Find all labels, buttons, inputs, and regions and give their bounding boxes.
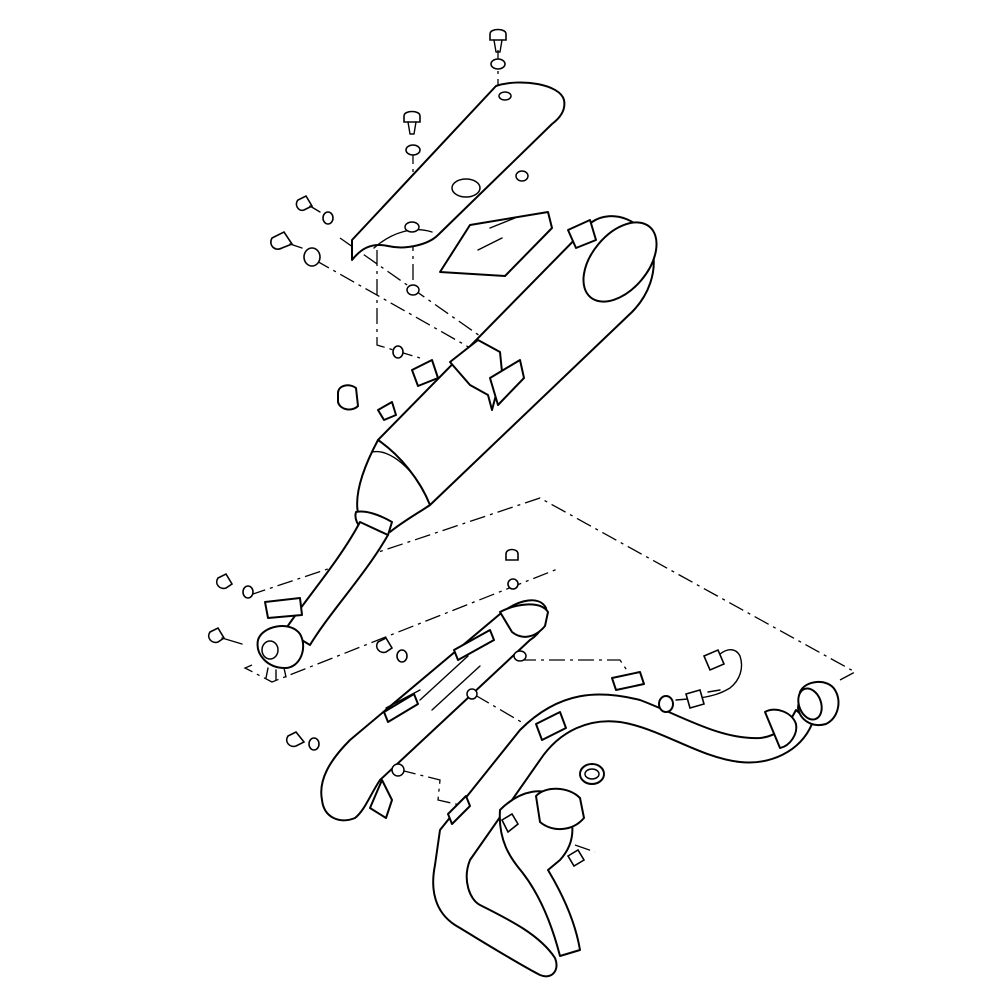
o2-sensor	[675, 648, 743, 709]
exhaust-gasket	[797, 681, 840, 726]
shield-bracket	[369, 779, 393, 819]
shield-slot	[453, 629, 495, 661]
insulator-slots	[477, 217, 516, 251]
bolt-shank	[493, 39, 503, 53]
bolt-head	[403, 110, 421, 123]
header-mount-tab	[535, 711, 567, 741]
washer	[396, 649, 408, 663]
washer	[322, 211, 334, 225]
link-pipe	[284, 521, 389, 646]
bolt-head	[295, 194, 314, 212]
flange-nut	[500, 812, 520, 834]
cone-seam	[371, 450, 429, 501]
sensor-connector	[702, 648, 726, 672]
header-hanger	[611, 671, 645, 691]
bolt-shank	[309, 205, 321, 213]
circlip-center	[584, 768, 600, 780]
muffler-mount-plate	[489, 359, 525, 406]
washer	[405, 144, 421, 156]
lower-shield-end	[499, 603, 549, 638]
heat-shield-slot	[451, 178, 481, 198]
muffler-end-cap	[582, 221, 658, 303]
assembly-lines	[243, 50, 857, 853]
heat-shield-insulator	[439, 211, 553, 277]
shield-slot	[383, 693, 419, 723]
sensor-body	[685, 689, 705, 709]
washer	[490, 58, 506, 70]
muffler-side-tab	[411, 359, 439, 387]
assembly-line	[474, 694, 536, 731]
assembly-line	[376, 250, 421, 359]
lower-fasteners	[285, 548, 519, 751]
sensor-thread	[707, 689, 721, 693]
shield-grommet	[466, 688, 478, 700]
washer	[242, 585, 254, 599]
assembly-line	[339, 237, 501, 351]
header-pipe-1	[432, 693, 813, 978]
header-outlet	[764, 708, 798, 749]
assembly-line	[399, 769, 461, 806]
shield-grommet	[513, 650, 527, 662]
muffler	[256, 215, 658, 681]
bolt-head	[375, 636, 394, 654]
shield-bolt-hole	[498, 91, 512, 101]
shield-grommet	[515, 170, 529, 182]
assembly-line	[520, 659, 629, 673]
sleeve-opening	[797, 687, 823, 721]
lower-heat-shield	[320, 599, 549, 822]
shield-bolt-hole	[404, 221, 420, 233]
muffler-rear-tab	[567, 219, 597, 249]
washer	[507, 578, 519, 590]
assembly-line	[574, 844, 596, 853]
washer	[308, 737, 320, 751]
header-pipe	[432, 671, 813, 978]
shield-grommet	[391, 763, 405, 777]
bolt-shank	[221, 637, 243, 645]
pipe-bracket-tab	[264, 597, 303, 619]
clamp-bore	[261, 640, 279, 660]
shield-ribs	[385, 655, 481, 711]
sensor-boss	[658, 695, 674, 713]
exhaust-flange	[535, 787, 585, 830]
bolt-head	[489, 28, 507, 41]
bolt-head	[285, 730, 306, 748]
bolt-shank	[407, 121, 417, 135]
bolt-head	[215, 572, 234, 590]
clamp-bolt-stubs	[265, 667, 287, 681]
assembly-line	[314, 259, 496, 363]
flange-nut	[566, 848, 586, 868]
assembly-line	[243, 567, 561, 683]
bolt-shank	[289, 243, 303, 249]
flange-hardware	[500, 763, 605, 868]
sensor-wire	[675, 649, 743, 701]
bolt-head	[505, 548, 519, 561]
upper-heat-shield	[351, 81, 566, 296]
shield-grommet	[406, 284, 420, 296]
heat-shield-edge	[373, 229, 433, 249]
upper-fasteners	[207, 28, 507, 645]
assembly-line	[249, 497, 857, 681]
washer	[303, 247, 321, 267]
header-tab	[447, 795, 471, 825]
rubber-damper	[337, 384, 359, 411]
muffler-lower-tab	[377, 401, 397, 421]
heat-shield-cover	[351, 81, 566, 261]
bolt-head	[270, 230, 294, 250]
bolt-head	[207, 626, 226, 644]
washer	[392, 345, 404, 359]
